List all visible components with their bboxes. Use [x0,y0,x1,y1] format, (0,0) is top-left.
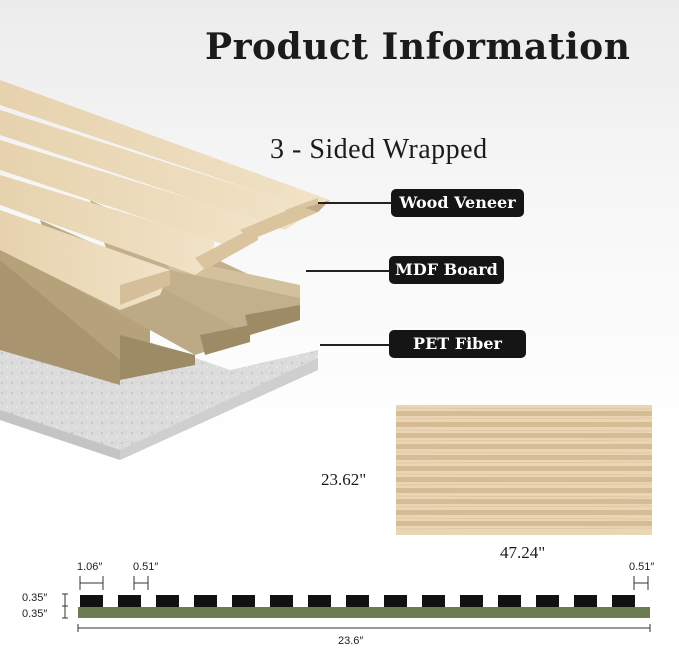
total-width-label: 23.6″ [338,635,364,647]
layer-illustration [0,80,330,460]
pet-fiber-leader [320,344,390,346]
gap-left-label: 0.51″ [133,561,159,573]
panel-height-label: 23.62" [321,470,367,489]
pet-fiber-tag: PET Fiber [389,330,526,358]
slat-width-label: 1.06″ [77,561,103,573]
slat-thickness-label: 0.35″ [22,592,48,604]
wood-veneer-leader [318,202,392,204]
page-title: Product Information [205,26,631,68]
mdf-board-tag: MDF Board [389,256,504,284]
panel-front-view [396,405,652,535]
profile-diagram [62,576,651,632]
gap-right-label: 0.51″ [629,561,655,573]
panel-width-label: 47.24" [500,543,546,562]
backing-thickness-label: 0.35″ [22,608,48,620]
wood-veneer-tag: Wood Veneer [391,189,524,217]
wood-veneer-layer [0,80,330,310]
subtitle: 3 - Sided Wrapped [270,134,488,165]
mdf-board-leader [306,270,392,272]
